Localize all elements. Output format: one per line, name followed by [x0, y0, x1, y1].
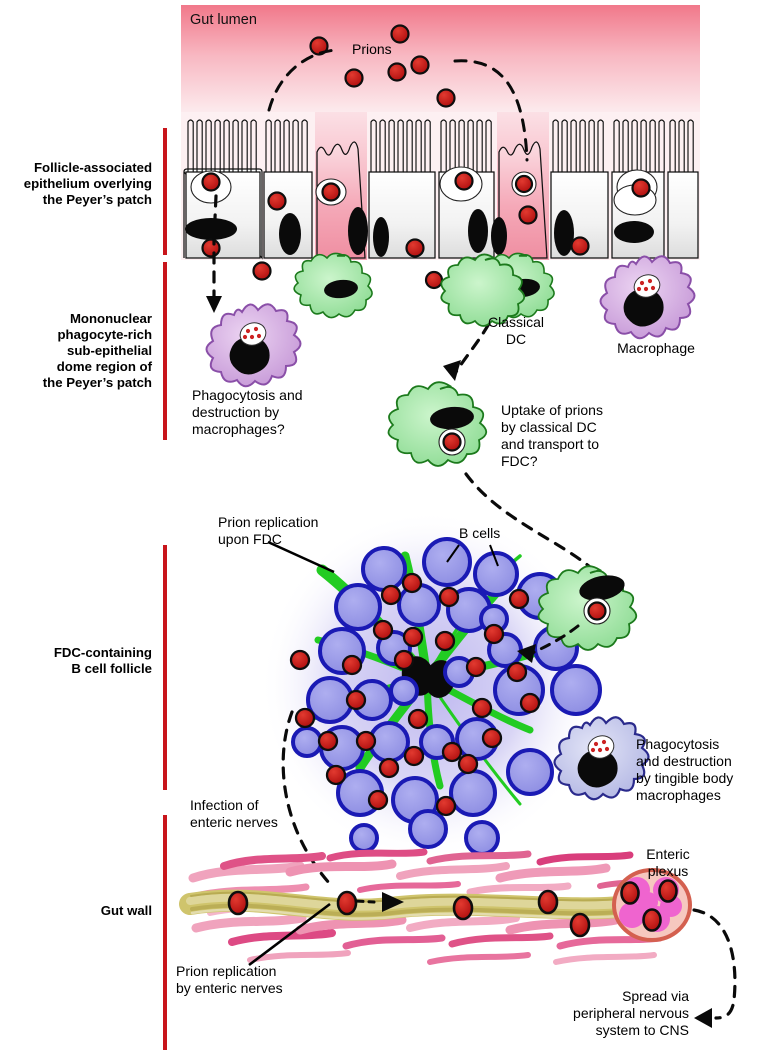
spread-cns-label: Spread via peripheral nervous system to …	[573, 988, 689, 1038]
arrowhead-to-dc	[443, 360, 461, 381]
dashed-path-along-nerve	[354, 899, 376, 904]
classical-dc-label: Classical DC	[487, 314, 544, 347]
labelled-macrophage	[599, 255, 696, 340]
enteric-nerve-bundle	[179, 889, 641, 921]
leader-line-prion-replication-nerves	[248, 902, 331, 967]
dashed-path-lumen-to-mcell-left	[267, 48, 338, 112]
epithelial-prions	[201, 171, 651, 290]
prion-replication-nerves-label: Prion replication by enteric nerves	[176, 963, 283, 996]
dashed-path-to-cns	[692, 908, 737, 1020]
phagocytosis-macrophages-label: Phagocytosis and destruction by macropha…	[192, 387, 303, 437]
tingible-macrophages-label: Phagocytosis and destruction by tingible…	[636, 736, 734, 803]
prion-replication-fdc-label: Prion replication upon FDC	[218, 514, 319, 547]
region-label-gutwall: Gut wall	[100, 903, 152, 918]
enteric-plexus	[612, 868, 692, 942]
arrowhead-into-follicle	[517, 644, 536, 663]
leader-line-bcells-right	[489, 544, 499, 567]
follicle-associated-epithelium	[181, 112, 700, 260]
infection-enteric-nerves-label: Infection of enteric nerves	[190, 797, 278, 830]
sed-macrophage	[205, 303, 302, 388]
follicle-prions	[289, 572, 541, 817]
macrophage-label: Macrophage	[617, 340, 695, 356]
leader-line-bcells-left	[446, 544, 460, 563]
region-label-sed: Mononuclear phagocyte-rich sub-epithelia…	[42, 311, 152, 390]
lumen-prions	[309, 24, 456, 108]
arrowhead-to-cns	[694, 1008, 712, 1028]
classical-dc-epithelial	[440, 253, 526, 327]
intraepithelial-dc-left	[293, 252, 373, 319]
leader-line-prion-replication-fdc	[267, 540, 335, 574]
epithelial-nuclei	[185, 207, 654, 257]
region-label-fdc: FDC-containing B cell follicle	[53, 645, 152, 676]
arrowhead-along-nerve	[382, 892, 404, 912]
enteric-nerve-prions	[227, 889, 591, 938]
plexus-prions	[620, 879, 678, 932]
prion-carrying-dc	[387, 381, 488, 467]
b-cells-label: B cells	[459, 525, 501, 541]
arrowhead-to-macrophage	[206, 296, 222, 313]
gut-lumen-label: Gut lumen	[190, 12, 257, 28]
dashed-path-to-macrophage	[212, 194, 218, 302]
dashed-path-dc-to-follicle	[464, 472, 598, 574]
b-cell-follicle	[260, 510, 602, 860]
gut-wall-region	[179, 848, 737, 1028]
prions-label: Prions	[352, 41, 392, 57]
region-label-fae: Follicle-associated epithelium overlying…	[23, 160, 152, 207]
smooth-muscle-fibres	[188, 848, 681, 965]
uptake-dc-label: Uptake of prions by classical DC and tra…	[501, 402, 603, 469]
follicle-arriving-dc	[537, 565, 638, 651]
enteric-plexus-label: Enteric plexus	[646, 846, 690, 879]
microvilli-brush-border	[187, 119, 694, 173]
tingible-body-macrophage	[553, 716, 650, 801]
